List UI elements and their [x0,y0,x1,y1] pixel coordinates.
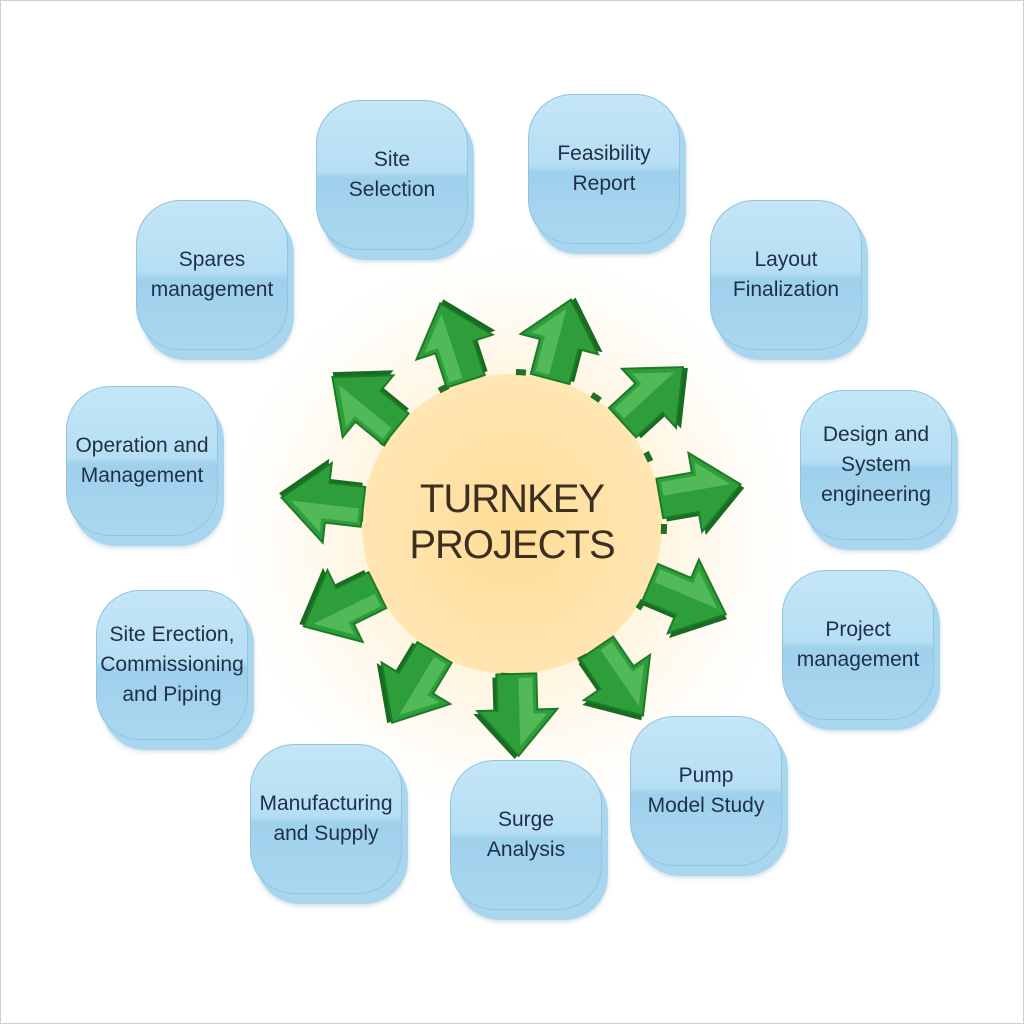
node-label: Manufacturing and Supply [259,792,393,845]
arrow-icon [376,640,454,724]
center-disk [362,374,662,674]
node-label: Site Selection [348,148,436,201]
node-site-selection: Site Selection [316,100,474,260]
center-title: TURNKEY PROJECTS [362,462,662,582]
arrow-icon [655,450,745,536]
center-title-line2: PROJECTS [409,523,615,567]
node-label: Project management [796,618,920,671]
node-manufacturing-supply: Manufacturing and Supply [250,744,408,904]
node-spares-management: Spares management [136,200,294,360]
arrow-icon [607,366,688,439]
node-label: Operation and Management [75,434,209,487]
arrow-icon [331,370,410,446]
arrow-ring-connector [357,369,667,679]
node-operation-management: Operation and Management [66,386,224,546]
node-label: Feasibility Report [557,142,651,195]
node-surge-analysis: Surge Analysis [450,760,608,920]
node-label: Layout Finalization [732,248,840,301]
arrow-icon [299,567,388,644]
center-title-line1: TURNKEY [419,477,605,521]
node-pump-model-study: Pump Model Study [630,716,788,876]
node-label: Spares management [150,248,274,301]
node-feasibility-report: Feasibility Report [528,94,686,254]
arrow-icon [578,635,652,721]
arrow-icon [473,672,560,760]
node-label: Pump Model Study [647,764,765,817]
arrow-icon [641,557,728,639]
node-label: Surge Analysis [486,808,566,861]
node-project-management: Project management [782,570,940,730]
arrow-icon [414,299,496,389]
node-design-system-engineering: Design and System engineering [800,390,958,550]
node-label: Site Erection, Commissioning and Piping [100,623,244,706]
node-site-erection: Site Erection, Commissioning and Piping [96,590,254,750]
arrow-icon [278,458,367,545]
node-layout-finalization: Layout Finalization [710,200,868,360]
node-label: Design and System engineering [821,423,931,506]
arrow-icon [518,297,603,386]
